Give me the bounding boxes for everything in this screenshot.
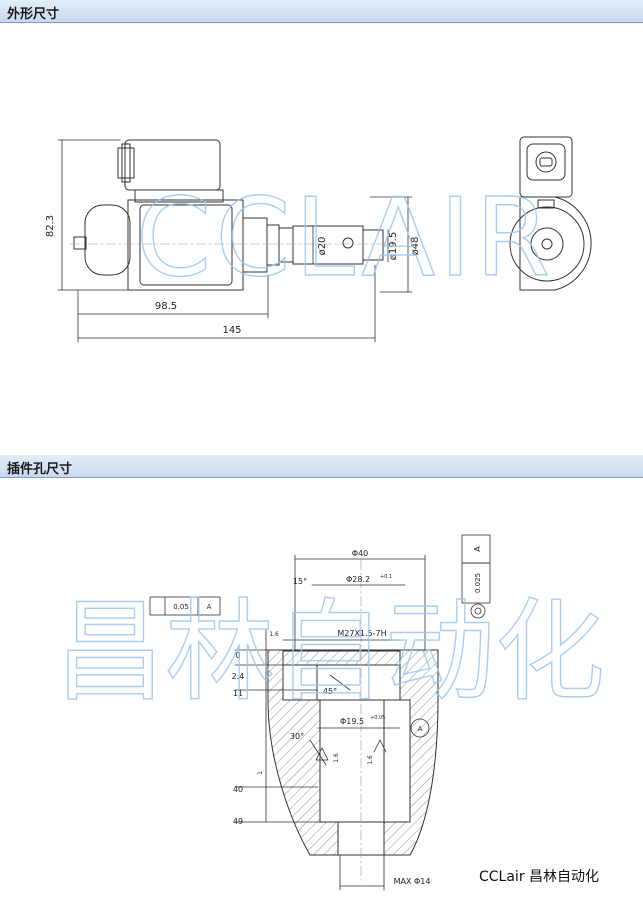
outline-dimension-text: 82.3 98.5 145 ø20 ø19.5 ø48: [45, 215, 421, 336]
dim-angle-30: 30°: [290, 732, 304, 741]
section-header-cavity: 插件孔尺寸: [0, 455, 643, 478]
tol-flatness: 0.05: [173, 603, 189, 611]
dim-d19-tol: +0.05: [370, 715, 385, 721]
dim-gap-1: 1: [257, 771, 264, 775]
datum-a-circle: A: [418, 725, 423, 733]
dim-angle-45: 45°: [323, 687, 337, 696]
datum-a-frame: A: [473, 546, 482, 552]
section-header-outline: 外形尺寸: [0, 0, 643, 23]
brand-label: CCLair 昌林自动化: [479, 869, 600, 885]
cavity-section: [267, 559, 439, 881]
rough-1-6a: 1.6: [269, 631, 279, 638]
dim-max-d14: MAX Φ14: [394, 877, 431, 886]
dim-d28-tol: +0.1: [380, 574, 392, 580]
dim-d40: Φ40: [352, 549, 368, 558]
rough-1-6c: 1.6: [367, 755, 374, 765]
valve-side-view: [73, 139, 384, 291]
outline-dimension-lines: [57, 139, 413, 343]
dim-depth-2-4: 2.4: [232, 672, 245, 681]
dim-length-total: 145: [222, 325, 241, 336]
tol-position: 0.025: [474, 573, 482, 593]
coil-end-outer: [509, 206, 585, 282]
cavity-dimension-text: Φ40 Φ28.2 +0.1 15° M27X1.5-7H Φ19.5 +0.0…: [173, 546, 482, 886]
dim-dia-19-5: ø19.5: [388, 232, 399, 260]
cavity-dimension-lines: [234, 554, 426, 891]
section-title-outline: 外形尺寸: [7, 7, 60, 22]
dim-height: 82.3: [45, 215, 56, 237]
dim-d28: Φ28.2: [346, 575, 370, 584]
tolerance-frames: [149, 534, 491, 738]
rough-1-6b: 1.6: [333, 753, 340, 763]
dim-depth-0: 0: [235, 651, 240, 660]
dim-dia-48: ø48: [410, 237, 421, 256]
dim-depth-49: 49: [233, 817, 243, 826]
dim-angle-15: 15°: [293, 577, 307, 586]
connector-gland: [117, 147, 135, 179]
dim-d19: Φ19.5: [340, 717, 364, 726]
tol-flatness-ref: A: [207, 603, 212, 611]
coil-cap: [84, 204, 131, 276]
dim-thread: M27X1.5-7H: [337, 629, 386, 638]
dim-dia-20: ø20: [317, 237, 328, 256]
valve-end-view: [509, 136, 592, 291]
dim-depth-11: 11: [233, 689, 243, 698]
watermark-cjk: 昌林自动化: [55, 588, 605, 716]
dim-depth-40: 40: [233, 785, 243, 794]
watermark-latin: CCLAIR: [136, 176, 554, 301]
section-title-cavity: 插件孔尺寸: [7, 462, 73, 477]
dim-length-body: 98.5: [155, 301, 177, 312]
